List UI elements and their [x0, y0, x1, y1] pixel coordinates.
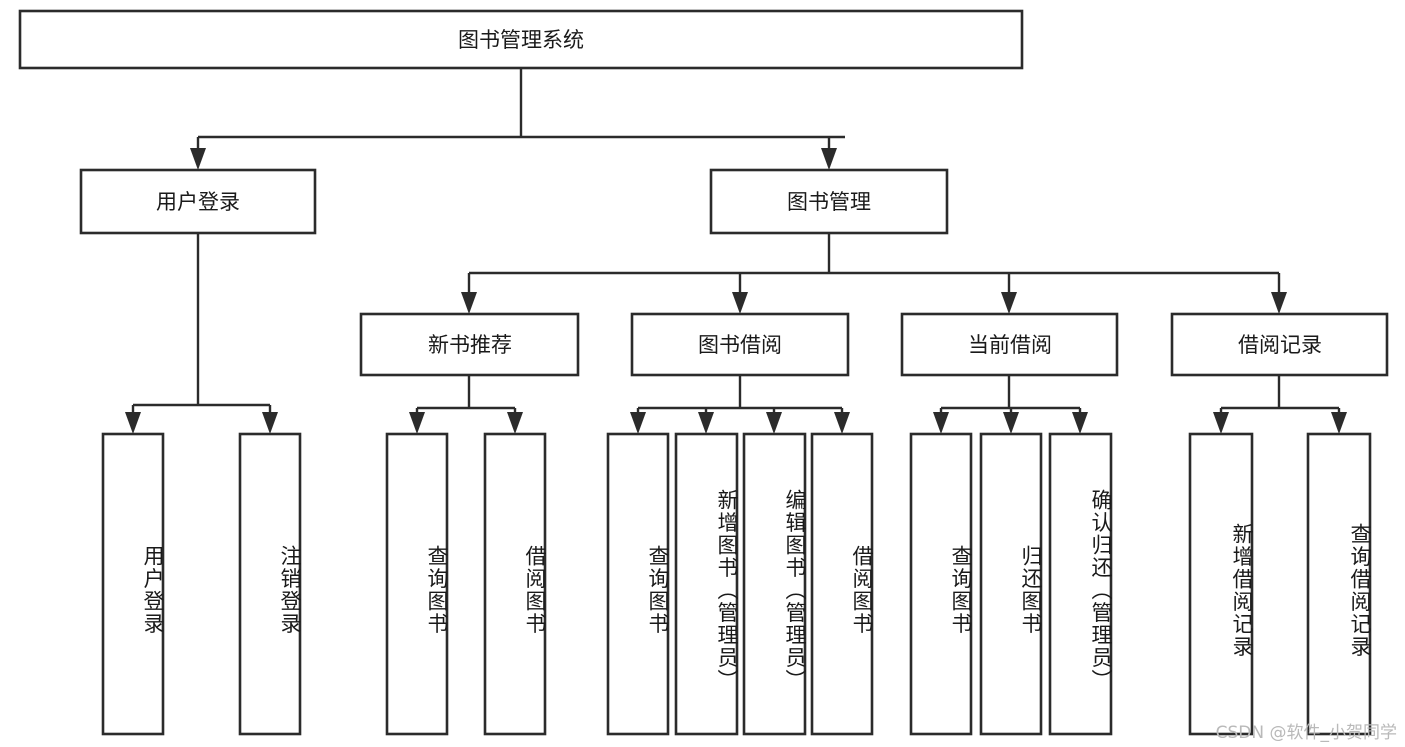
leaf-box-query-record[interactable] — [1306, 432, 1372, 736]
node-borrow-record[interactable]: 借阅记录 — [1170, 312, 1389, 377]
leaf-box-edit-book[interactable] — [742, 432, 807, 736]
arrowhead-leaf-borrow-book-1 — [507, 412, 523, 434]
nodes-layer: 图书管理系统 用户登录 图书管理 新书推荐 图书借阅 当前 — [18, 9, 1389, 736]
node-root-label: 图书管理系统 — [458, 28, 584, 52]
arrowhead-leaf-user-login — [125, 412, 141, 434]
node-book-management[interactable]: 图书管理 — [709, 168, 949, 235]
node-root-box[interactable] — [18, 9, 1024, 70]
arrowhead-leaf-confirm-return — [1072, 412, 1088, 434]
edges-layer — [125, 68, 1347, 434]
edge-bookmgmt-bus — [467, 233, 1281, 299]
node-current-borrow-label: 当前借阅 — [968, 333, 1052, 357]
arrowhead-leaf-return-book — [1003, 412, 1019, 434]
arrowhead-leaf-query-book-3 — [933, 412, 949, 434]
leaf-box-confirm-return[interactable] — [1048, 432, 1113, 736]
node-book-management-box[interactable] — [709, 168, 949, 235]
node-user-login-box[interactable] — [79, 168, 317, 235]
arrowhead-to-book-mgmt — [821, 148, 837, 170]
arrowhead-to-borrow — [732, 292, 748, 314]
node-new-book-recommend[interactable]: 新书推荐 — [359, 312, 580, 377]
node-book-borrow-label: 图书借阅 — [698, 333, 782, 357]
node-current-borrow[interactable]: 当前借阅 — [900, 312, 1119, 377]
arrowhead-to-current-borrow — [1001, 292, 1017, 314]
arrowhead-leaf-query-record — [1331, 412, 1347, 434]
leaf-box-add-book[interactable] — [674, 432, 739, 736]
edge-userlogin-bus — [131, 233, 272, 420]
arrowhead-leaf-edit-book — [766, 412, 782, 434]
node-borrow-record-label: 借阅记录 — [1238, 333, 1322, 357]
leaf-box-borrow-book-2[interactable] — [810, 432, 874, 736]
csdn-watermark: CSDN @软件_小贺同学 — [1215, 723, 1397, 743]
edge-borrow-bus — [636, 375, 844, 420]
arrowhead-leaf-add-book — [698, 412, 714, 434]
arrowhead-to-new-book — [461, 292, 477, 314]
leaf-box-query-book-2[interactable] — [606, 432, 670, 736]
node-book-borrow[interactable]: 图书借阅 — [630, 312, 850, 377]
node-user-login-label: 用户登录 — [156, 190, 240, 214]
arrowhead-leaf-query-book-2 — [630, 412, 646, 434]
node-new-book-recommend-label: 新书推荐 — [428, 333, 512, 357]
leaf-box-query-book-1[interactable] — [385, 432, 449, 736]
arrowhead-to-user-login — [190, 148, 206, 170]
node-user-login[interactable]: 用户登录 — [79, 168, 317, 235]
node-new-book-recommend-box[interactable] — [359, 312, 580, 377]
node-book-borrow-box[interactable] — [630, 312, 850, 377]
leaf-box-add-record[interactable] — [1188, 432, 1254, 736]
arrowhead-leaf-logout — [262, 412, 278, 434]
node-root[interactable]: 图书管理系统 — [18, 9, 1024, 70]
edge-root-bus — [196, 68, 845, 155]
arrowhead-leaf-borrow-book-2 — [834, 412, 850, 434]
node-current-borrow-box[interactable] — [900, 312, 1119, 377]
leaf-box-logout[interactable] — [238, 432, 302, 736]
arrowhead-leaf-add-record — [1213, 412, 1229, 434]
leaf-box-query-book-3[interactable] — [909, 432, 973, 736]
arrowhead-leaf-query-book-1 — [409, 412, 425, 434]
edge-newbook-bus — [415, 375, 517, 420]
node-borrow-record-box[interactable] — [1170, 312, 1389, 377]
leaf-box-borrow-book-1[interactable] — [483, 432, 547, 736]
edge-record-bus — [1219, 375, 1341, 420]
leaf-box-user-login[interactable] — [101, 432, 165, 736]
node-book-management-label: 图书管理 — [787, 190, 871, 214]
arrowhead-to-borrow-record — [1271, 292, 1287, 314]
leaf-box-return-book[interactable] — [979, 432, 1043, 736]
